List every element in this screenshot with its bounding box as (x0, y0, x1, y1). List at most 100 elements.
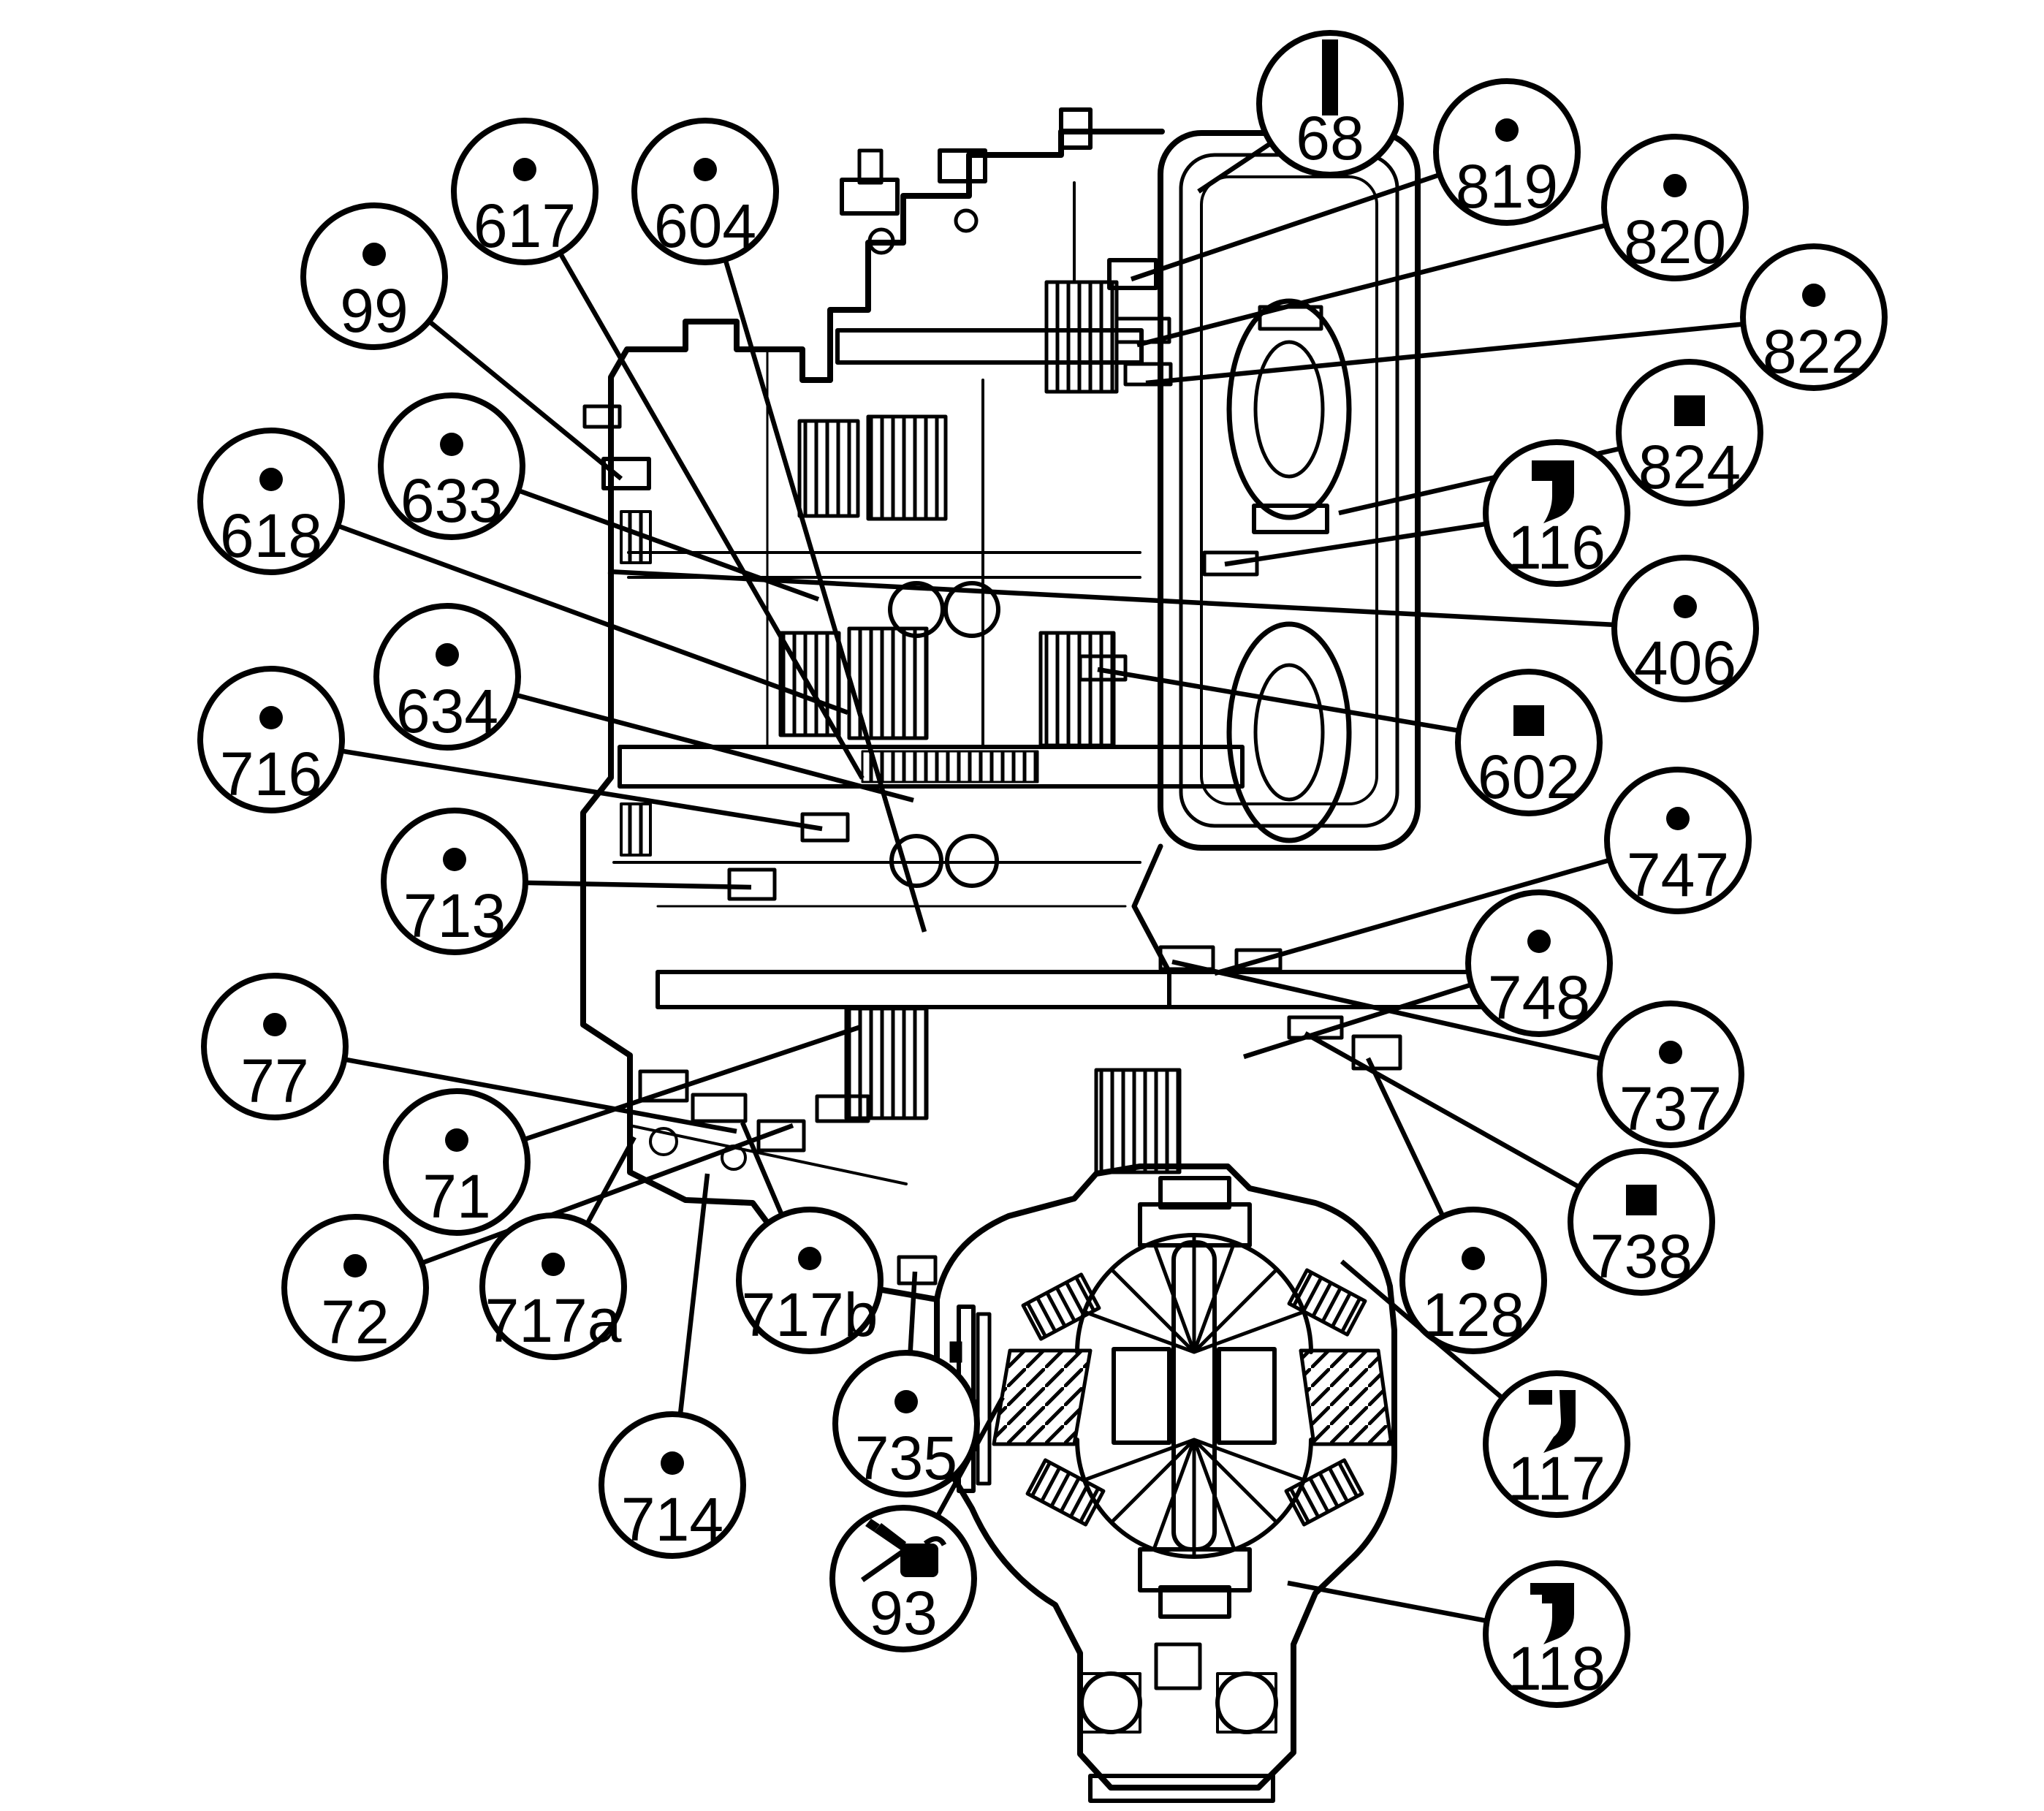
callout-number: 77 (240, 1047, 308, 1115)
callout-number: 633 (400, 466, 503, 535)
callout-number: 406 (1634, 629, 1736, 697)
clutch-pack (844, 1006, 929, 1120)
side-gear (1112, 1347, 1171, 1445)
dot-icon (513, 158, 536, 181)
callout-number: 602 (1478, 743, 1580, 811)
callout-number: 717a (485, 1286, 622, 1355)
callout-99: 99 (300, 202, 448, 350)
dot-icon (1527, 930, 1551, 953)
leader-line-617 (523, 190, 865, 780)
converter-torus-lower (1226, 621, 1352, 843)
callout-116: 116 (1483, 439, 1630, 587)
callout-balloon (281, 1214, 429, 1362)
dot-icon (694, 158, 717, 181)
callout-number: 99 (340, 276, 408, 345)
planet-gear (888, 581, 945, 638)
callout-number: 747 (1627, 840, 1729, 909)
callout-number: 618 (220, 501, 322, 570)
callout-balloon (300, 202, 448, 350)
callout-93: 93 (829, 1505, 977, 1652)
dot-icon (1462, 1247, 1485, 1270)
callout-number: 72 (321, 1288, 389, 1356)
output-shaft (656, 970, 1171, 1009)
planet-gear (943, 581, 1000, 638)
callout-number: 617 (474, 191, 576, 260)
converter-hub (1252, 504, 1329, 534)
callout-number: 822 (1763, 317, 1865, 386)
callout-number: 824 (1638, 433, 1741, 501)
leader-line-604 (702, 191, 927, 933)
dot-icon (661, 1451, 684, 1475)
callout-717a: 717a (479, 1212, 627, 1360)
leader-line-634 (447, 674, 914, 803)
callout-balloon (451, 118, 599, 265)
callout-balloon (832, 1350, 980, 1497)
planet-gear (889, 834, 943, 888)
callout-number: 116 (1508, 513, 1606, 582)
dot-icon (259, 706, 283, 729)
ball-bearing (1215, 1671, 1278, 1734)
callout-68: 68 (1256, 30, 1404, 178)
callout-number: 604 (654, 191, 756, 260)
dot-icon (1663, 174, 1687, 197)
taper-bearing (1287, 1268, 1367, 1337)
taper-bearing (1025, 1458, 1106, 1527)
callout-number: 738 (1590, 1222, 1692, 1291)
callout-balloon (378, 392, 525, 540)
dot-icon (362, 243, 386, 266)
callout-602: 602 (1455, 669, 1603, 816)
case-outline (580, 319, 940, 1302)
transmission-cross-section-drawing (580, 107, 1499, 1803)
callout-737: 737 (1597, 1001, 1744, 1148)
callout-balloon (197, 428, 345, 575)
leader-line-406 (607, 569, 1686, 631)
callout-balloon (1455, 669, 1603, 816)
upper-shaft (835, 328, 1144, 365)
callout-balloon (631, 118, 779, 265)
leader-line-822 (1145, 314, 1815, 386)
callout-balloon (381, 808, 528, 955)
callout-117: 117 (1483, 1370, 1630, 1518)
callout-number: 117 (1508, 1444, 1606, 1513)
dot-icon (343, 1254, 367, 1277)
square-icon (1513, 705, 1544, 736)
callout-406: 406 (1611, 555, 1759, 702)
converter-torus-upper (1226, 298, 1352, 520)
callout-number: 118 (1508, 1634, 1606, 1703)
ring-gear (1299, 1348, 1394, 1446)
dot-icon (1673, 595, 1697, 618)
callout-balloon (197, 666, 345, 813)
leader-line-77 (274, 1044, 737, 1134)
callout-balloon (1597, 1001, 1744, 1148)
dot-icon (894, 1390, 918, 1413)
bolt-head (840, 178, 900, 216)
callout-118: 118 (1483, 1560, 1630, 1708)
dot-icon (440, 433, 463, 456)
ring-gear (992, 1348, 1093, 1446)
planet-gear (945, 834, 999, 888)
taper-bearing (1021, 1272, 1101, 1341)
dot-icon (263, 1013, 286, 1036)
callout-balloon (201, 973, 349, 1120)
callout-balloon (1399, 1207, 1547, 1354)
ball-bearing (1079, 1671, 1142, 1734)
clutch-pack (797, 419, 860, 518)
callout-number: 71 (422, 1162, 490, 1231)
input-shaft (618, 745, 1245, 789)
callout-number: 819 (1456, 152, 1558, 221)
leader-line-820 (1136, 205, 1676, 348)
callout-number: 735 (855, 1424, 957, 1492)
callout-number: 68 (1296, 104, 1364, 172)
callout-748: 748 (1465, 889, 1613, 1037)
converter-housing (1158, 130, 1421, 851)
square-icon (1674, 395, 1705, 426)
dot-icon (443, 848, 466, 871)
callout-number: 93 (869, 1579, 937, 1647)
dot-icon (798, 1247, 821, 1270)
leader-line-618 (270, 498, 849, 715)
leader-line-747 (1214, 838, 1679, 976)
callout-713: 713 (381, 808, 528, 955)
callout-balloon (599, 1411, 746, 1559)
dot-icon (259, 468, 283, 491)
